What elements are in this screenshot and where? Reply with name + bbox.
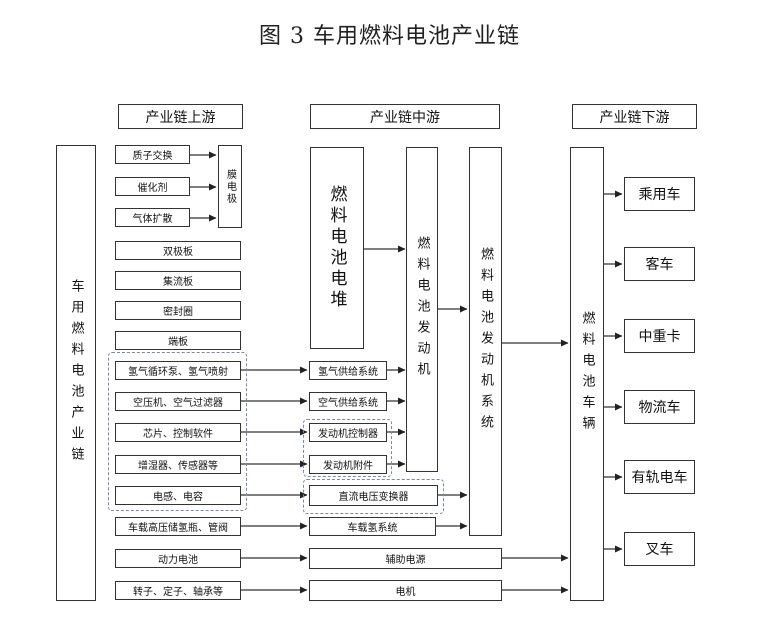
downstream-bus: 客车 [624,247,695,281]
midstream-motor: 电机 [309,580,502,601]
downstream-medium-heavy-truck: 中重卡 [624,319,695,353]
upstream-membrane-electrode: 膜电极 [218,145,242,228]
upstream-bipolar-plate: 双极板 [115,241,241,260]
converter-group [303,479,444,514]
diagram-title: 图 3 车用燃料电池产业链 [259,24,520,49]
upstream-subsystem-group [108,352,247,511]
upstream-rotor-stator: 转子、定子、轴承等 [115,581,241,600]
upstream-catalyst: 催化剂 [115,177,190,196]
upstream-humidifier-sensor: 增湿器、传感器等 [115,455,241,474]
upstream-h2-pump: 氢气循环泵、氢气喷射 [115,361,241,380]
midstream-h2-supply: 氢气供给系统 [309,361,387,380]
midstream-air-supply: 空气供给系统 [309,392,387,411]
header-downstream: 产业链下游 [572,104,697,129]
midstream-onboard-h2: 车载氢系统 [309,517,436,536]
downstream-logistics-vehicle: 物流车 [624,390,695,424]
downstream-fuel-cell-vehicle: 燃料电池车辆 [570,147,604,601]
midstream-engine-controller: 发动机控制器 [309,423,387,442]
downstream-passenger-car: 乘用车 [624,177,695,211]
midstream-fuel-cell-engine: 燃料电池发动机 [406,147,438,472]
upstream-end-plate: 端板 [115,331,241,350]
upstream-gas-diffusion: 气体扩散 [115,208,190,227]
midstream-aux-power: 辅助电源 [309,548,502,569]
midstream-dc-converter: 直流电压变换器 [309,485,438,506]
midstream-fuel-cell-engine-system: 燃料电池发动机系统 [469,147,502,536]
upstream-h2-tank: 车载高压储氢瓶、管阀 [115,517,241,536]
upstream-proton-exchange: 质子交换 [115,145,190,164]
upstream-inductor-capacitor: 电感、电容 [115,486,241,505]
midstream-subsystem-group [303,419,392,477]
header-midstream: 产业链中游 [310,104,500,129]
midstream-fuel-cell-stack: 燃料电池电堆 [310,147,364,349]
midstream-engine-accessories: 发动机附件 [309,455,387,474]
upstream-chip-software: 芯片、控制软件 [115,423,241,442]
upstream-air-compressor: 空压机、空气过滤器 [115,392,241,411]
upstream-seal-ring: 密封圈 [115,301,241,320]
header-upstream: 产业链上游 [118,104,243,129]
upstream-current-collector: 集流板 [115,271,241,290]
chain-label: 车用燃料电池产业链 [56,145,96,601]
downstream-forklift: 叉车 [624,532,695,566]
upstream-power-battery: 动力电池 [115,549,241,568]
downstream-tram: 有轨电车 [624,460,695,494]
